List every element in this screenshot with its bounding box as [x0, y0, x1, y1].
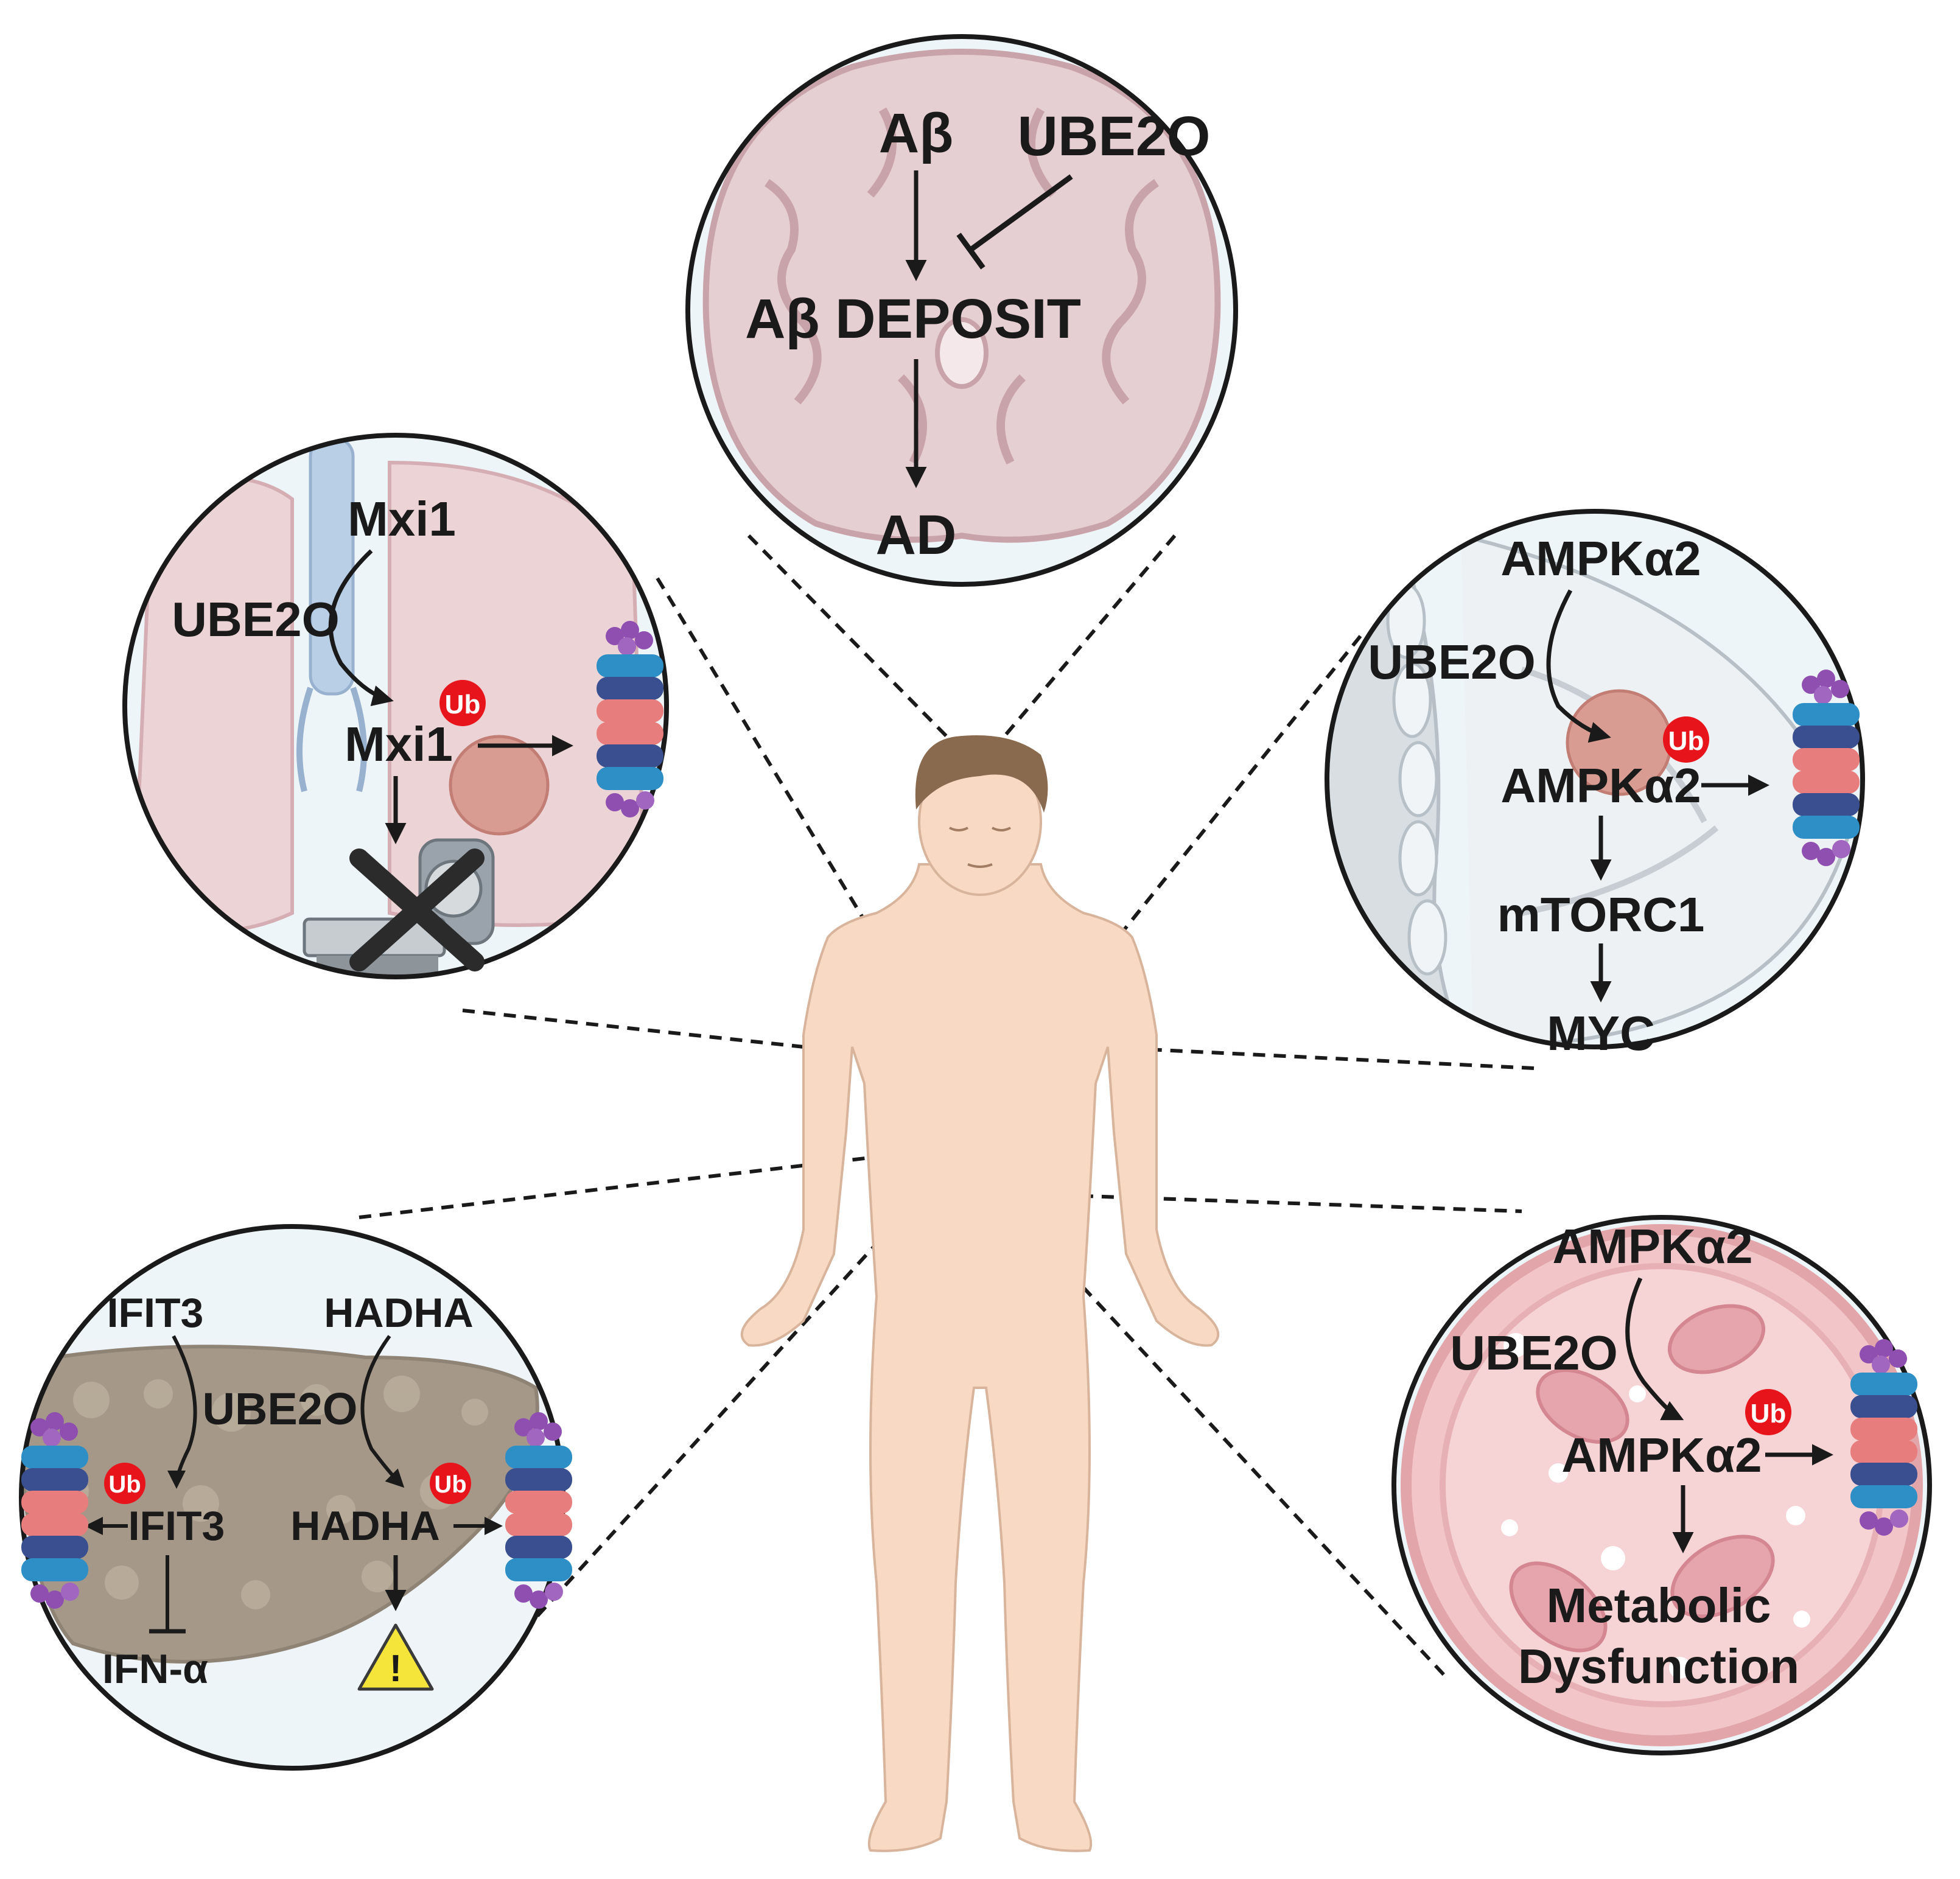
- body-silhouette: [740, 863, 1220, 1852]
- breast-panel-border: [1325, 509, 1865, 1049]
- ampk-ub-label: AMPKα2: [1561, 1428, 1762, 1482]
- ube2o-label: UBE2O: [172, 592, 340, 646]
- svg-text:Ub: Ub: [108, 1471, 141, 1498]
- outcome-line2: Dysfunction: [1518, 1639, 1799, 1693]
- hadha-ubiquitination-arrow: [360, 1335, 405, 1488]
- ubiquitination-arrow: [1546, 589, 1611, 743]
- ube2o-label: UBE2O: [203, 1384, 358, 1434]
- mxi1-top-label: Mxi1: [348, 492, 456, 546]
- ifit3-top-label: IFIT3: [107, 1290, 204, 1336]
- vessel-panel-border: [1391, 1215, 1932, 1755]
- inhibition-bar: [956, 233, 985, 270]
- abeta-deposit-label: Aβ DEPOSIT: [745, 288, 1081, 350]
- svg-text:Ub: Ub: [1751, 1399, 1787, 1429]
- vessel-panel: AMPKα2 UBE2O Ub AMPKα2 Metabolic Dysfunc…: [1391, 1215, 1932, 1755]
- connector-breast-top: [1033, 635, 1362, 1042]
- mxi1-ub-label: Mxi1: [345, 717, 453, 771]
- ube2o-inhibition-line: [969, 174, 1073, 252]
- connector-brain-right: [984, 534, 1177, 759]
- hair: [915, 735, 1048, 813]
- connector-liver-top: [359, 1146, 959, 1219]
- vessel-illustration: [1401, 1224, 1923, 1746]
- svg-text:Ub: Ub: [434, 1471, 466, 1498]
- ubiquitination-arrow: [328, 549, 394, 707]
- ube2o-label: UBE2O: [1018, 105, 1211, 167]
- brain-panel: Aβ UBE2O Aβ DEPOSIT AD: [685, 34, 1238, 587]
- ube2o-label: UBE2O: [1368, 635, 1536, 689]
- brain-illustration: [702, 49, 1221, 543]
- lung-panel-border: [122, 433, 669, 979]
- ampk-ub-label: AMPKα2: [1500, 758, 1701, 813]
- breast-panel: AMPKα2 UBE2O Ub AMPKα2 mTORC1 MYC: [1325, 509, 1865, 1060]
- blocked-x-icon: [349, 849, 485, 971]
- ub-badge-left: Ub: [104, 1463, 145, 1504]
- ifit3-ubiquitination-arrow: [167, 1335, 197, 1489]
- svg-text:Ub: Ub: [1668, 726, 1704, 756]
- myc-label: MYC: [1547, 1006, 1655, 1060]
- ifn-alpha-label: IFN-α: [102, 1646, 208, 1692]
- svg-text:Ub: Ub: [445, 690, 481, 719]
- warning-icon: !: [357, 1623, 434, 1691]
- ub-badge-right: Ub: [430, 1463, 471, 1504]
- mouth: [967, 863, 993, 868]
- ampk-top-label: AMPKα2: [1500, 531, 1701, 586]
- ube2o-label: UBE2O: [1450, 1326, 1618, 1380]
- mtorc1-label: mTORC1: [1497, 887, 1705, 942]
- ubiquitination-arrow: [1625, 1277, 1684, 1421]
- outcome-line1: Metabolic: [1547, 1578, 1771, 1632]
- hadha-ub-label: HADHA: [290, 1503, 440, 1549]
- human-figure: [740, 735, 1220, 1852]
- connector-brain-left: [747, 534, 970, 760]
- svg-text:!: !: [390, 1648, 402, 1690]
- ub-badge: Ub: [1745, 1389, 1791, 1435]
- hadha-top-label: HADHA: [324, 1290, 474, 1336]
- lung-illustration: [131, 436, 648, 977]
- liver-illustration: [21, 1339, 563, 1680]
- ub-badge: Ub: [1663, 716, 1709, 763]
- abeta-label: Aβ: [879, 102, 954, 164]
- ad-label: AD: [876, 504, 957, 566]
- liver-panel: IFIT3 HADHA UBE2O Ub Ub IFIT3 HADHA IFN-…: [19, 1224, 572, 1771]
- brain-panel-border: [685, 34, 1238, 587]
- ifit3-ub-label: IFIT3: [128, 1503, 225, 1549]
- closed-eyes: [949, 827, 1011, 831]
- ub-badge: Ub: [439, 680, 486, 726]
- tumor-icon: [449, 735, 550, 836]
- lung-panel: Mxi1 UBE2O Ub Mxi1: [122, 433, 669, 979]
- ampk-top-label: AMPKα2: [1552, 1219, 1752, 1273]
